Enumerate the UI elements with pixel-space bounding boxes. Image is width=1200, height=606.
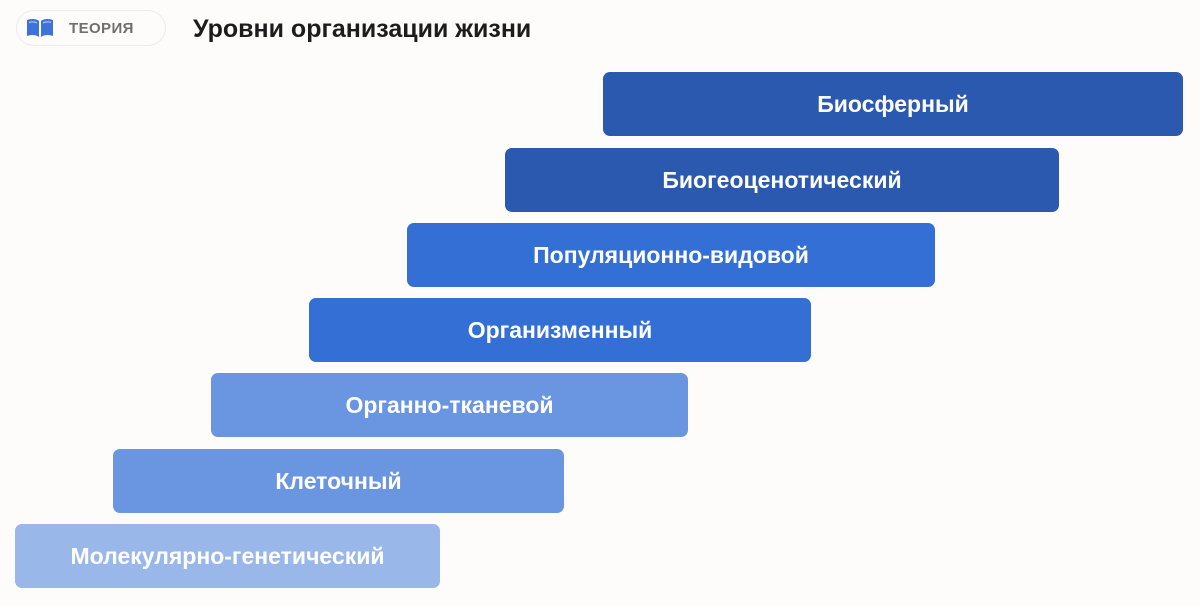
level-cellular: Клеточный — [113, 449, 564, 513]
theory-badge: ТЕОРИЯ — [16, 10, 166, 46]
level-organismal: Организменный — [309, 298, 811, 362]
level-molecular-genetic: Молекулярно-генетический — [15, 524, 440, 588]
page-title: Уровни организации жизни — [193, 15, 532, 43]
level-organ-tissue: Органно-тканевой — [211, 373, 688, 437]
level-biosphere: Биосферный — [603, 72, 1183, 136]
open-book-icon — [26, 17, 54, 39]
level-population-species: Популяционно-видовой — [407, 223, 935, 287]
level-biogeocenotic: Биогеоценотический — [505, 148, 1059, 212]
badge-label: ТЕОРИЯ — [69, 19, 134, 37]
